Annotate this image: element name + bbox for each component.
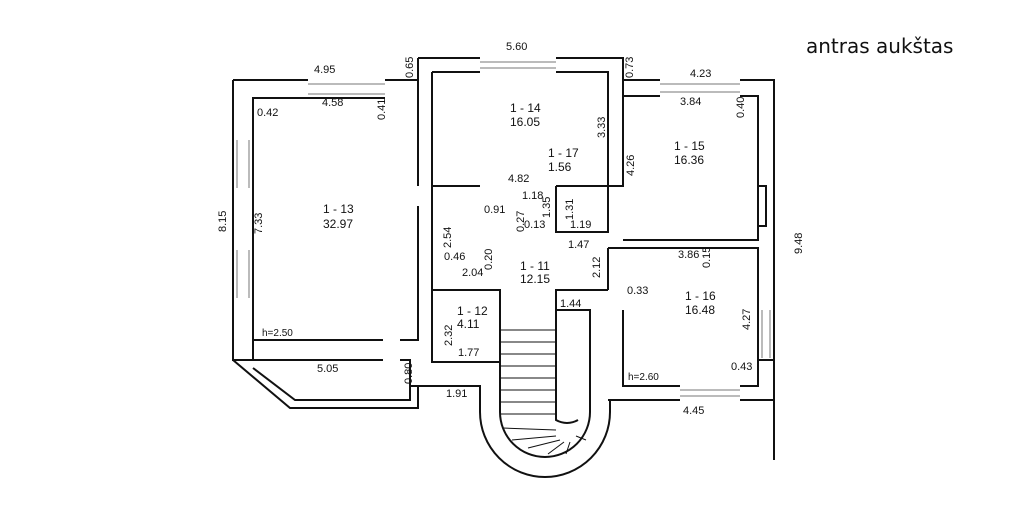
wall-stair-core	[555, 310, 579, 424]
dimension-label: 5.60	[506, 41, 527, 53]
dimension-label: 4.23	[690, 68, 711, 80]
room-id: 1 - 13	[323, 202, 354, 216]
dimension-label: 2.32	[443, 325, 455, 346]
dimension-label: 5.05	[317, 363, 338, 375]
dimension-label: 0.73	[624, 57, 636, 78]
dimension-label: 4.58	[322, 97, 343, 109]
dimension-label: 3.84	[680, 96, 701, 108]
dimension-label: 2.04	[462, 267, 483, 279]
room-id: 1 - 16	[685, 289, 716, 303]
floor-title: antras aukštas	[806, 34, 954, 58]
dimension-label: 4.27	[741, 309, 753, 330]
dimension-label: 1.77	[458, 347, 479, 359]
dimension-label: 4.45	[683, 405, 704, 417]
dimension-label: 1.91	[446, 388, 467, 400]
dimension-label: 8.15	[217, 211, 229, 232]
room-area: 16.36	[674, 153, 704, 167]
room-labels: 1 - 13 32.97 1 - 14 16.05 1 - 15 16.36 1…	[262, 101, 716, 383]
wall-hall-bottom	[418, 248, 609, 400]
dimension-label: 1.31	[564, 199, 576, 220]
wall-room-15	[608, 79, 775, 460]
walls	[232, 57, 775, 478]
dimension-label: 1.44	[560, 298, 581, 310]
dimension-label: 0.15	[701, 247, 713, 268]
dimension-label: 0.27	[515, 211, 527, 232]
wall-bottom-left	[253, 359, 411, 386]
dimension-label: 0.40	[735, 97, 747, 118]
wall-stair-outer	[479, 399, 623, 478]
wall-stair-inner	[499, 289, 608, 458]
dimension-label: 3.86	[678, 249, 699, 261]
room-id: 1 - 12	[457, 304, 488, 318]
dimension-label: 1.47	[568, 239, 589, 251]
dimension-label: 1.35	[541, 197, 553, 218]
dimensions-horizontal: 4.95 4.58 0.42 5.60 4.23 3.84 4.82 0.91 …	[257, 41, 752, 417]
ceiling-height: h=2.50	[262, 328, 293, 339]
dimension-label: 1.19	[570, 219, 591, 231]
dimension-label: 9.48	[793, 233, 805, 254]
wall-room-14	[417, 57, 624, 187]
dimension-label: 0.20	[483, 249, 495, 270]
dimension-label: 7.33	[253, 213, 265, 234]
dimension-label: 0.46	[444, 251, 465, 263]
dimension-label: 4.95	[314, 64, 335, 76]
wall-bay	[232, 359, 419, 409]
room-area: 32.97	[323, 217, 353, 231]
wall-wc	[555, 186, 609, 233]
room-area: 1.56	[548, 160, 572, 174]
room-area: 16.48	[685, 303, 715, 317]
windows	[236, 61, 771, 397]
dimension-label: 2.54	[442, 227, 454, 248]
room-area: 12.15	[520, 272, 550, 286]
wall-room-13-right	[417, 98, 433, 340]
room-id: 1 - 11	[520, 259, 550, 273]
dimension-label: 0.91	[484, 204, 505, 216]
ceiling-height: h=2.60	[628, 372, 659, 383]
dimension-label: 0.43	[731, 361, 752, 373]
dimensions-vertical: 0.65 0.41 0.73 0.40 3.33 8.15 7.33 4.26 …	[217, 57, 805, 384]
dimension-label: 4.26	[625, 155, 637, 176]
room-id: 1 - 15	[674, 139, 705, 153]
dimension-label: 1.18	[522, 190, 543, 202]
dimension-label: 0.41	[376, 99, 388, 120]
dimension-label: 0.13	[524, 219, 545, 231]
dimension-label: 0.80	[403, 363, 415, 384]
dimension-label: 4.82	[508, 173, 529, 185]
dimension-label: 0.65	[404, 57, 416, 78]
room-id: 1 - 14	[510, 101, 541, 115]
wall-room-16	[608, 247, 774, 401]
room-area: 16.05	[510, 115, 540, 129]
dimension-label: 0.42	[257, 107, 278, 119]
wall-room-15-window	[758, 185, 767, 227]
stair-treads	[500, 329, 587, 455]
room-id: 1 - 17	[548, 146, 579, 160]
dimension-label: 0.33	[627, 285, 648, 297]
dimension-label: 2.12	[591, 257, 603, 278]
room-area: 4.11	[457, 317, 480, 331]
dimension-label: 3.33	[596, 117, 608, 138]
